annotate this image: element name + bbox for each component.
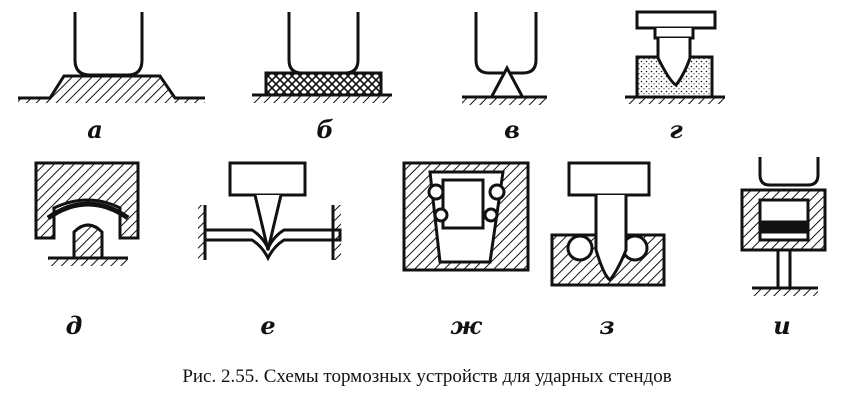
figure-caption: Рис. 2.55. Схемы тормозных устройств для… xyxy=(182,366,672,387)
label-b: б xyxy=(316,115,334,144)
label-zh: ж xyxy=(450,311,482,340)
label-z: з xyxy=(599,311,615,340)
scheme-z xyxy=(550,161,666,287)
label-i: и xyxy=(773,311,791,340)
scheme-b xyxy=(252,12,392,103)
label-d: д xyxy=(65,311,83,340)
label-v: в xyxy=(504,115,520,144)
scheme-a xyxy=(18,12,205,103)
label-e: е xyxy=(260,311,276,340)
scheme-d xyxy=(34,161,140,266)
scheme-i xyxy=(740,157,827,296)
label-g: г xyxy=(669,115,683,144)
scheme-zh xyxy=(402,161,530,272)
scheme-e xyxy=(198,161,342,262)
scheme-g xyxy=(625,10,725,104)
scheme-v xyxy=(462,12,547,105)
label-a: а xyxy=(87,115,103,144)
